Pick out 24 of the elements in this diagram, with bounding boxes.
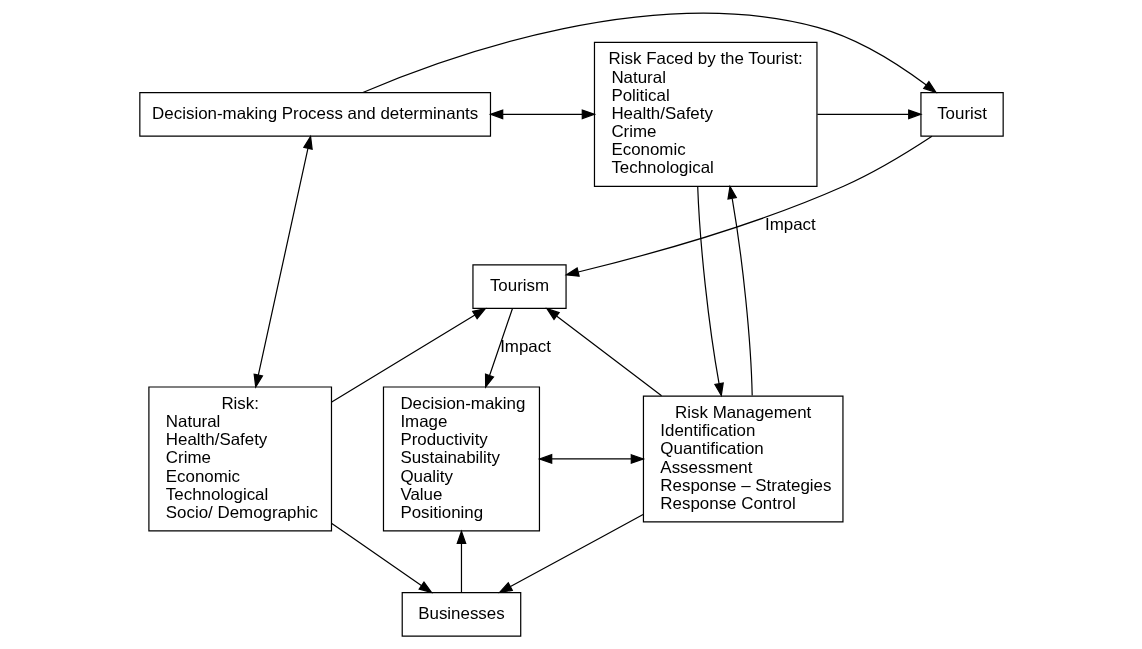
arrow	[726, 184, 753, 397]
edge-label: Impact	[499, 337, 551, 357]
arrow	[696, 185, 724, 398]
arrow	[537, 453, 645, 465]
node-box: Tourist	[919, 92, 1004, 137]
arrow	[361, 12, 937, 94]
arrow	[488, 109, 596, 120]
arrow	[252, 134, 313, 389]
node-box: Risk Management Identification Quantification Assessment Response – Strategies Response Control	[642, 395, 844, 523]
arrow	[497, 513, 644, 594]
node-box: Tourism	[471, 264, 567, 310]
node-box: Decision-making Image Productivity Sustainability Quality Value Positioning	[382, 386, 540, 532]
arrow	[816, 109, 923, 120]
node-box: Decision-making Process and determinants	[138, 92, 491, 137]
node-box: Businesses	[401, 591, 521, 637]
arrow	[484, 308, 513, 389]
arrow	[455, 529, 467, 593]
arrow	[564, 135, 933, 277]
arrow	[330, 307, 487, 403]
node-box: Risk Faced by the Tourist: Natural Political Health/Safety Crime Economic Technological	[593, 41, 818, 187]
arrow	[330, 522, 433, 594]
arrow	[544, 307, 662, 397]
node-box: Risk: Natural Health/Safety Crime Economic Technological Socio/ Demographic	[147, 386, 332, 532]
edge-label: Impact	[764, 215, 816, 235]
